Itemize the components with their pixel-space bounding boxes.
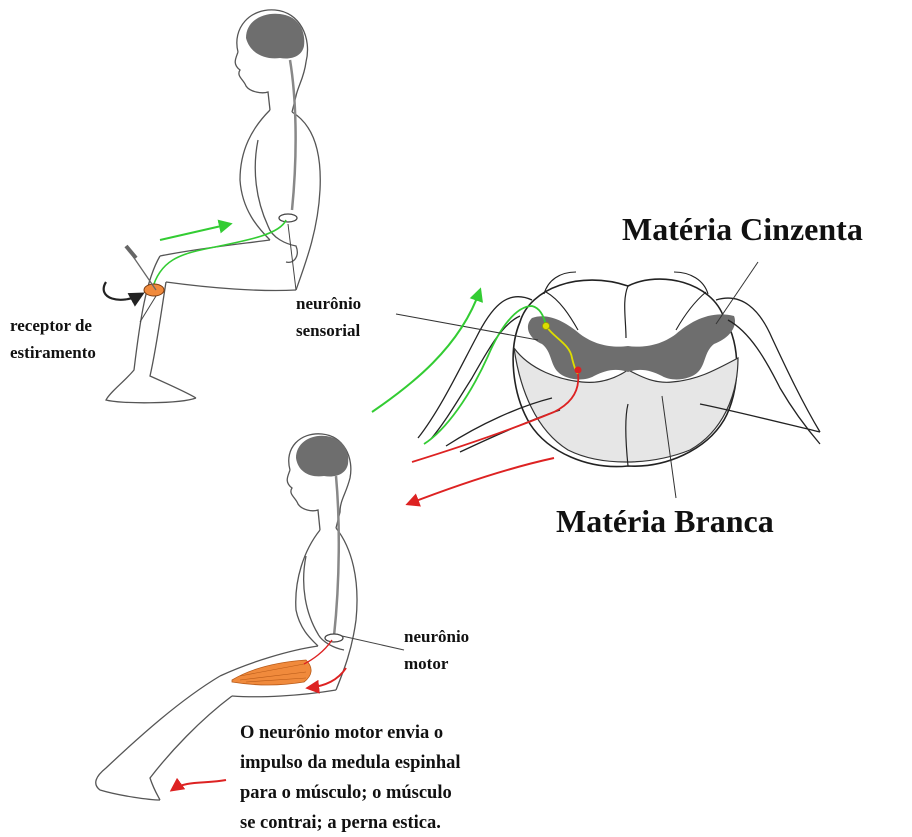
quadriceps-muscle — [232, 660, 311, 685]
bottom-spinal-cord — [334, 476, 339, 636]
foot-red-arrow — [172, 780, 226, 790]
gray-matter-leader — [716, 262, 758, 324]
motor-label-line1: neurônio — [404, 627, 469, 646]
white-matter-label: Matéria Branca — [556, 503, 774, 539]
caption-line: se contrai; a perna estica. — [240, 813, 441, 833]
bottom-figure — [96, 434, 357, 800]
top-thigh-outline — [160, 240, 296, 291]
top-arm-outline — [255, 140, 297, 262]
motor-label-line2: motor — [404, 654, 449, 673]
receptor-label-line2: estiramento — [10, 343, 96, 362]
sensory-leader — [288, 224, 296, 290]
caption-line: para o músculo; o músculo — [240, 783, 452, 803]
top-spinal-cord — [290, 60, 296, 210]
stretch-receptor — [126, 246, 164, 296]
cord-green-arrow — [372, 290, 480, 412]
bottom-cord-ring — [325, 634, 343, 642]
top-cord-ring — [279, 214, 297, 222]
caption-block: O neurônio motor envia o impulso da medu… — [240, 723, 461, 833]
top-torso-outline — [240, 110, 320, 290]
sensory-label-line1: neurônio — [296, 294, 361, 313]
top-shin-outline — [106, 256, 196, 403]
tap-arrow — [104, 282, 142, 300]
receptor-label-line1: receptor de — [10, 316, 92, 335]
top-brain — [246, 14, 304, 59]
sensory-label-line2: sensorial — [296, 321, 361, 340]
cord-red-arrow — [408, 458, 554, 504]
caption-line: impulso da medula espinhal — [240, 753, 461, 773]
top-sensory-neuron — [152, 220, 286, 290]
caption-line: O neurônio motor envia o — [240, 723, 443, 743]
gray-matter-label: Matéria Cinzenta — [622, 211, 863, 247]
top-green-arrow — [160, 224, 230, 240]
top-figure — [106, 10, 320, 403]
spinal-cross-section — [396, 262, 820, 498]
